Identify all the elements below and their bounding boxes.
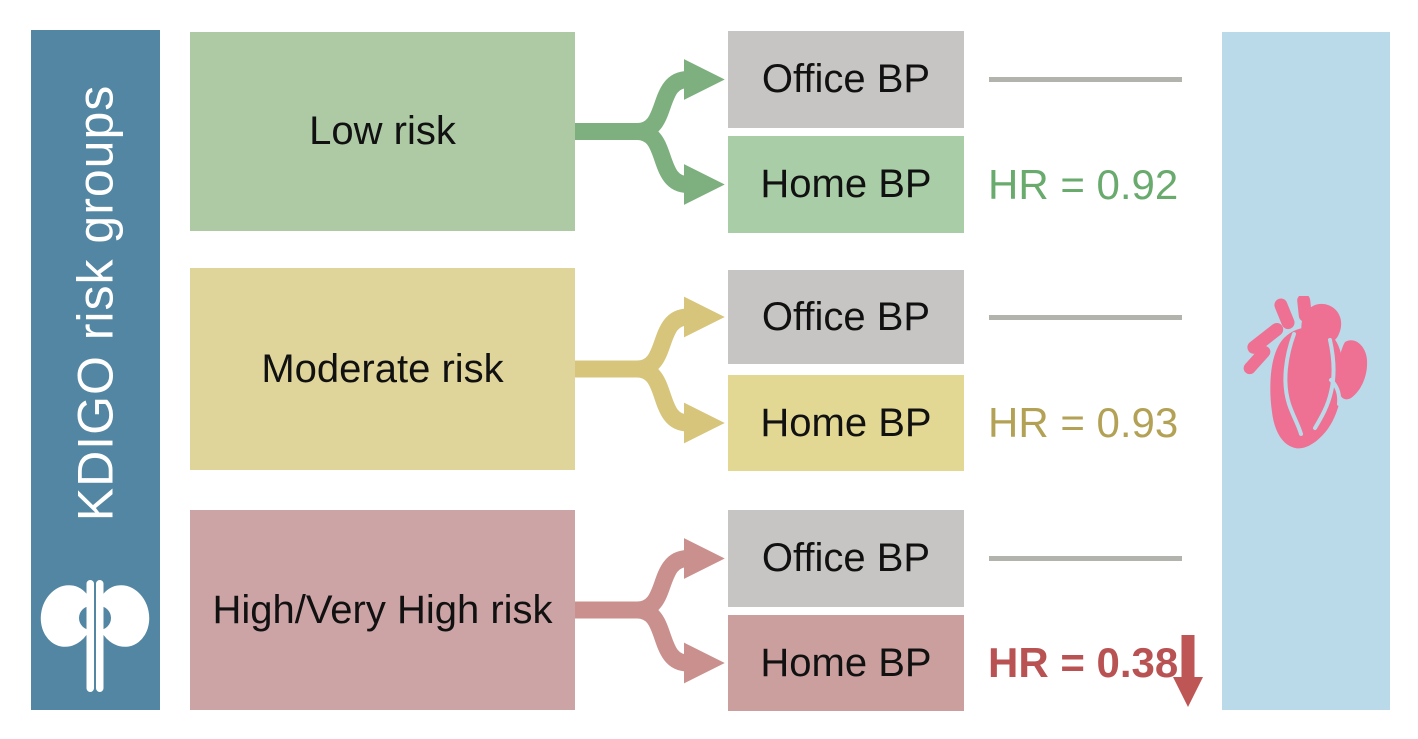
kidneys-icon [40,580,150,692]
kdigo-banner-title: KDIGO risk groups [67,84,124,521]
branch-arrow-icon-low [575,59,725,205]
home-bp-box-low: Home BP [728,136,964,233]
home-bp-label: Home BP [760,640,932,685]
home-bp-label: Home BP [760,162,932,206]
branch-arrow-icon-high [575,538,725,684]
home-bp-box-moderate: Home BP [728,375,964,471]
hazard-ratio-label-moderate: HR = 0.93 [988,399,1179,446]
heart-icon [1243,296,1368,449]
reference-line [989,315,1182,320]
office-bp-label: Office BP [761,57,931,101]
risk-group-label: High/Very High risk [212,587,553,632]
branch-arrow-icon-moderate [575,296,725,444]
risk-group-label: Low risk [309,109,456,153]
risk-group-box-moderate: Moderate risk [190,268,575,470]
home-bp-box-high: Home BP [728,615,964,711]
risk-group-label: Moderate risk [261,346,504,391]
hazard-ratio-label-low: HR = 0.92 [988,161,1179,208]
risk-group-box-high: High/Very High risk [190,510,575,710]
risk-group-box-low: Low risk [190,32,575,231]
office-bp-box-moderate: Office BP [728,270,964,364]
kdigo-banner-title-wrap: KDIGO risk groups [31,30,160,575]
office-bp-box-high: Office BP [728,510,964,607]
office-bp-box-low: Office BP [728,31,964,128]
office-bp-label: Office BP [761,294,931,339]
office-bp-label: Office BP [761,536,931,580]
hazard-ratio-label-high: HR = 0.38 [988,639,1179,686]
reference-line [989,77,1182,82]
reference-line [989,556,1182,561]
home-bp-label: Home BP [760,400,932,445]
